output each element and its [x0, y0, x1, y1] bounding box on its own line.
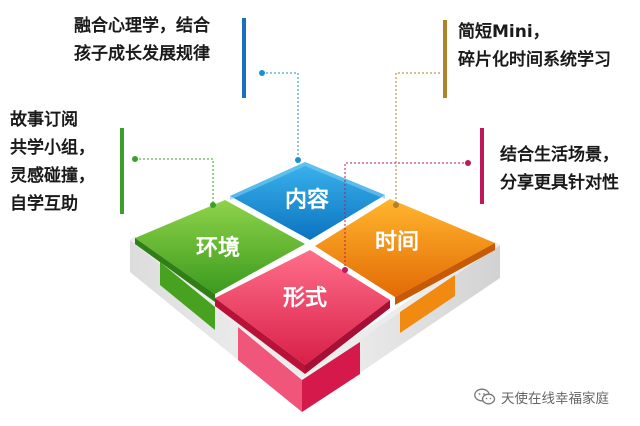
- callout-text: 结合生活场景，: [500, 145, 619, 165]
- tile-form: [215, 250, 390, 365]
- connector-dot-top-left: [259, 70, 265, 76]
- callout-bar-top-left: [242, 18, 246, 98]
- connector-top-left: [262, 72, 299, 160]
- quadrant-tiles: [135, 162, 495, 374]
- label-time: 时间: [375, 230, 419, 255]
- label-form: 形式: [283, 286, 327, 311]
- callout-left: 故事订阅 共学小组， 灵感碰撞， 自学互助: [10, 106, 95, 218]
- watermark: 天使在线幸福家庭: [474, 386, 609, 408]
- slab-pink-strip-left: [238, 327, 302, 412]
- callout-text: 碎片化时间系统学习: [458, 50, 611, 70]
- tile-time-edge: [395, 243, 495, 305]
- callout-text: 分享更具针对性: [500, 173, 619, 193]
- wechat-icon: [474, 388, 496, 405]
- connector-end-top-left: [295, 157, 301, 163]
- watermark-text: 天使在线幸福家庭: [501, 391, 609, 407]
- connector-dot-right: [465, 160, 471, 166]
- tile-environment-edge: [135, 238, 215, 302]
- connector-dot-left: [132, 156, 138, 162]
- callout-text: 简短Mini，: [458, 22, 550, 42]
- callout-bar-right: [480, 128, 484, 204]
- callout-text: 孩子成长发展规律: [74, 44, 210, 64]
- callout-text: 融合心理学，结合: [74, 16, 210, 36]
- tile-environment: [135, 200, 305, 294]
- callout-text: 故事订阅: [10, 110, 78, 130]
- callout-bar-top-right: [443, 20, 447, 98]
- callout-text: 灵感碰撞，: [10, 166, 95, 186]
- connector-end-top-right: [393, 202, 399, 208]
- callout-text: 共学小组，: [10, 138, 95, 158]
- connector-top-right: [395, 72, 440, 205]
- callout-bar-left: [120, 128, 124, 214]
- label-content: 内容: [285, 187, 329, 213]
- slab-green-strip: [160, 262, 215, 330]
- connector-end-right: [342, 267, 348, 273]
- tile-time: [315, 199, 495, 297]
- tile-form-edge-left: [215, 298, 305, 374]
- callout-top-left: 融合心理学，结合 孩子成长发展规律: [74, 12, 210, 68]
- connector-left: [135, 158, 214, 205]
- connector-end-left: [210, 202, 216, 208]
- connector-right: [344, 162, 468, 270]
- slab-orange-strip: [400, 275, 455, 333]
- callout-top-right: 简短Mini， 碎片化时间系统学习: [458, 18, 611, 74]
- label-environment: 环境: [196, 235, 240, 261]
- tile-form-edge-right: [305, 300, 390, 374]
- base-slab: [130, 236, 500, 412]
- callout-text: 自学互助: [10, 194, 78, 214]
- slab-pink-strip-right: [302, 342, 360, 412]
- callout-right: 结合生活场景， 分享更具针对性: [500, 141, 619, 197]
